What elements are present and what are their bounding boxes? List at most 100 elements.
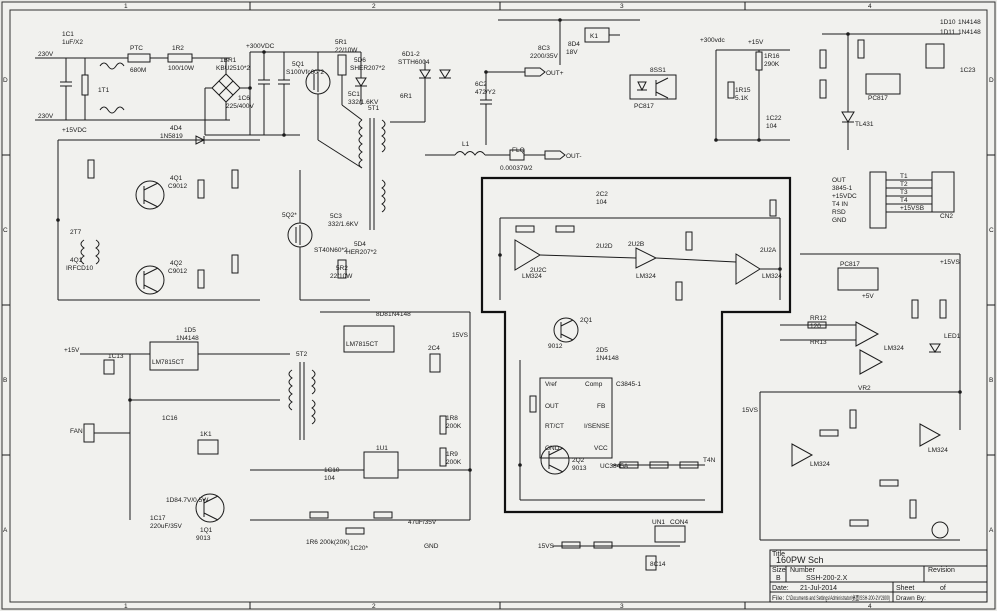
reg-b-label: LM7815CT <box>346 341 378 348</box>
qa-value: C9012 <box>168 183 188 190</box>
d4-value-mid: HER207*2 <box>346 249 377 256</box>
zone-right-d: D <box>989 77 994 84</box>
out-rsense: 8C3 <box>538 45 550 52</box>
tb-title: 160PW Sch <box>776 555 824 565</box>
d5-label: 1D5 <box>184 327 196 334</box>
r16-value: 290K <box>764 61 780 68</box>
cn-left-5: RSD <box>832 209 846 216</box>
reg-7815-a <box>149 341 199 371</box>
qb-value: C9012 <box>168 268 188 275</box>
pin-isense: I/SENSE <box>584 423 610 430</box>
control-section: 2U2C 2U2B 2U2A LM324 LM324 LM324 2U2D 2C… <box>480 176 792 514</box>
common-mode-choke: 1T1 <box>98 87 110 94</box>
tb-title-label: Title <box>772 551 785 558</box>
c3-value: 332/1.6KV <box>328 221 359 228</box>
r2-mid-v: 22/10W <box>330 273 353 280</box>
p5-label: +5V <box>862 293 874 300</box>
r1-value: 22/10W <box>335 47 358 54</box>
zone-right-c: C <box>989 227 994 234</box>
d11-label: 1D11 <box>940 29 955 36</box>
u2d-label: 2U2D <box>596 243 613 250</box>
u2b-label: 2U2B <box>628 241 644 248</box>
cn-left-6: GND <box>832 217 847 224</box>
out-negative-port <box>544 150 566 160</box>
fan-label: FAN <box>70 428 83 435</box>
reg-a-label: LM7815CT <box>152 359 184 366</box>
cn-left-0: OUT <box>832 177 846 184</box>
rr12-label: RR12 <box>810 315 827 322</box>
q1b-label: 1Q1 <box>200 527 213 534</box>
zone-top-4: 4 <box>868 3 872 10</box>
q2-switch-label: 5Q2* <box>282 212 297 219</box>
out-rsense-v: 2200/35V <box>530 53 558 60</box>
c14-label: 8C14 <box>650 561 666 568</box>
d8b-label: 1D8 <box>166 497 178 504</box>
q3-value: 9013 <box>572 465 587 472</box>
bottom-15vs: 15VS <box>538 543 555 550</box>
relay-label: K1 <box>590 33 598 40</box>
gnd-bottom: GND <box>424 543 439 550</box>
cn2-label: CN2 <box>940 213 953 220</box>
cap-c2v: 104 <box>596 199 607 206</box>
r2-mid: 5R2 <box>336 265 348 272</box>
u1-opto <box>363 451 399 479</box>
qa-label: 4Q1 <box>170 175 183 182</box>
d4-value: 1N5819 <box>160 133 183 140</box>
cn-right-0: T1 <box>900 173 908 180</box>
d6-label: 5D6 <box>354 57 366 64</box>
r9-value: 200K <box>446 459 462 466</box>
r2-value: 100/10W <box>168 65 195 72</box>
cn-right-4: +15VSB <box>900 205 924 212</box>
con4 <box>654 525 686 543</box>
r2-label: 1R2 <box>172 45 184 52</box>
tb-drawn-label: Drawn By: <box>896 595 926 602</box>
cn-left-2: +15VDC <box>832 193 857 200</box>
rr13-label: RR13 <box>810 339 827 346</box>
opto2-label: PC817 <box>868 95 888 102</box>
t4-label: T4N <box>703 457 716 464</box>
lm324-a: LM324 <box>522 273 542 280</box>
lm324-br2: LM324 <box>928 447 948 454</box>
out-positive-port <box>524 67 546 77</box>
bottom-connector: CON4 UN1 15VS 8C14 <box>538 519 688 571</box>
tb-file-label: File: <box>772 595 784 602</box>
stb-right: 15VS <box>742 407 759 414</box>
zone-left-d: D <box>3 77 8 84</box>
ptc-label: PTC <box>130 45 143 52</box>
bridge-label: 1BR1 <box>220 57 237 64</box>
c22-label: 1C22 <box>766 115 782 122</box>
out-positive-label: OUT+ <box>546 70 564 77</box>
d5-ctrl: 2D5 <box>596 347 608 354</box>
ic23-label: 1C23 <box>960 67 976 74</box>
zener-label: 8D4 <box>568 41 580 48</box>
cn-right-1: T2 <box>900 181 908 188</box>
pin-vref: Vref <box>545 381 557 388</box>
bulk-cap-value: 225/400V <box>226 103 254 110</box>
q1-label: 5Q1 <box>292 61 305 68</box>
r8-value: 200K <box>446 423 462 430</box>
right-monitor: CN2 OUT 3845-1 +15VDC T4 IN RSD GND T1 T… <box>742 171 961 541</box>
pc817-right: PC817 <box>840 261 860 268</box>
out-cap-label: 6C2 <box>475 81 487 88</box>
c3-label: 5C3 <box>330 213 342 220</box>
dual-diode-label: 6D1-2 <box>402 51 420 58</box>
gate-driver: +15VDC 4D4 1N5819 4Q1 C9012 4Q2 C9012 2T… <box>57 125 260 301</box>
title-block: Title 160PW Sch Size Number Revision B S… <box>769 549 988 603</box>
r15-label: 1R15 <box>735 87 751 94</box>
opto1-part: 8SS1 <box>650 67 666 74</box>
r8-label: 1R8 <box>446 415 458 422</box>
q-aux-value: IRFCD10 <box>66 265 93 272</box>
pin-gnd: GND <box>545 445 560 452</box>
zone-bottom-4: 4 <box>868 603 872 610</box>
d4-label-mid: 5D4 <box>354 241 366 248</box>
r-bottom-2: 1C20* <box>350 545 369 552</box>
vr-label: VR2 <box>858 385 871 392</box>
pin-out: OUT <box>545 403 559 410</box>
bridge-value: KBU2510*2 <box>216 65 250 72</box>
vcc15-label: +15V <box>64 347 80 354</box>
c17-label: 1C17 <box>150 515 166 522</box>
d8-label: 8D8 <box>376 311 388 318</box>
zener-value: 18V <box>566 49 578 56</box>
